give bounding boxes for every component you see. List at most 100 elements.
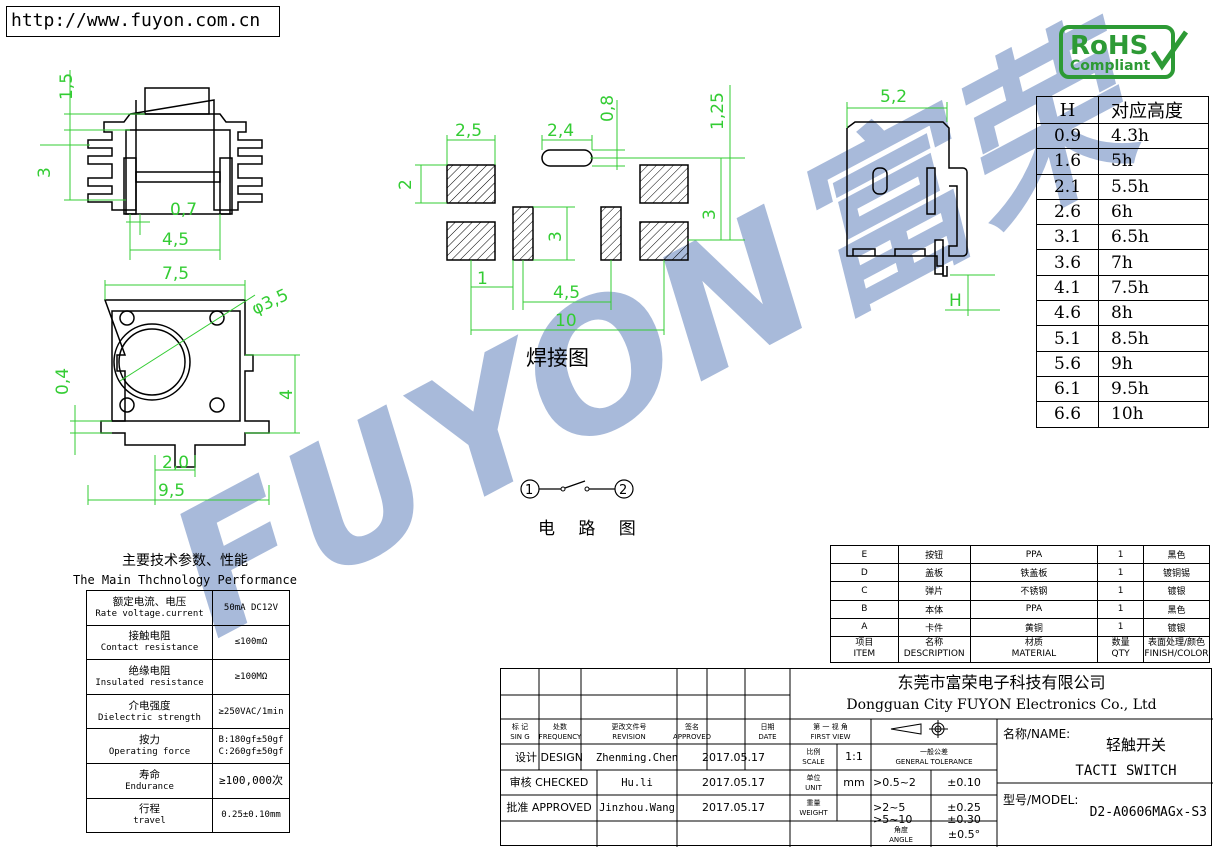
- part-desc: 卡件: [897, 617, 971, 637]
- pin-1-label: 1: [525, 483, 533, 498]
- part-desc: 本体: [897, 599, 971, 619]
- cell-height: 9.5h: [1098, 375, 1209, 403]
- spec-value: ≥250VAC/1min: [212, 693, 290, 730]
- rohs-text: RoHS: [1070, 31, 1148, 61]
- scale-value: 1:1: [845, 750, 863, 763]
- cell-h: 6.1: [1036, 375, 1099, 403]
- spec-key-cn: 额定电流、电压: [112, 595, 187, 608]
- spec-value: ≥100,000次: [212, 762, 290, 799]
- part-finish: 镀银: [1142, 581, 1211, 601]
- part-qty: 1: [1097, 617, 1144, 637]
- tol-range-2: >2~5: [873, 801, 906, 814]
- dim-3-front: 3: [35, 167, 55, 178]
- solder-pad: [600, 206, 622, 261]
- solder-pad: [639, 221, 689, 261]
- solder-pattern-drawing: 2,5 2 2,4 0,8 1,25 3 3 1 4,5 10: [396, 85, 745, 335]
- dim-5-2: 5,2: [880, 87, 907, 107]
- col-freq-cn: 处数: [553, 722, 567, 731]
- design-label: 设计 DESIGN: [515, 750, 583, 764]
- spec-key-en: travel: [133, 816, 166, 827]
- spec-key-en: Contact resistance: [100, 643, 199, 654]
- header-h: H: [1036, 96, 1099, 124]
- approve-label: 批准 APPROVED: [506, 801, 592, 814]
- cell-h: 0.9: [1036, 122, 1099, 150]
- dim-0-7: 0,7: [170, 200, 197, 220]
- circuit-diagram: 1 2: [520, 479, 634, 499]
- hdr-desc-cn: 名称: [925, 638, 944, 649]
- model-label: 型号/MODEL:: [1003, 793, 1079, 807]
- part-qty: 1: [1097, 563, 1144, 583]
- cell-height: 7h: [1098, 249, 1209, 276]
- part-qty: 1: [1097, 599, 1144, 619]
- dim-0-4: 0,4: [53, 368, 73, 395]
- part-qty: 1: [1097, 544, 1144, 565]
- col-sign-en: SIN G: [510, 732, 530, 741]
- part-item: D: [830, 563, 899, 583]
- spec-key-en: Rate voltage.current: [95, 608, 204, 619]
- dim-1-25: 1,25: [708, 92, 728, 130]
- product-name-en: TACTI SWITCH: [1075, 763, 1177, 779]
- cell-h: 5.1: [1036, 325, 1099, 352]
- title-block-grid: [501, 669, 1213, 847]
- part-material: 不锈钢: [969, 581, 1099, 601]
- dim-10: 10: [555, 311, 577, 331]
- cell-h: 4.1: [1036, 274, 1099, 302]
- first-view-en: FIRST VIEW: [810, 733, 851, 741]
- col-date-en: DATE: [758, 732, 777, 741]
- cell-height: 10h: [1098, 401, 1209, 428]
- solder-pattern-label: 焊接图: [526, 346, 589, 370]
- tol-range-1: >0.5~2: [873, 775, 916, 789]
- check-date: 2017.05.17: [702, 775, 765, 789]
- col-appr-en: APPROVED: [672, 732, 712, 741]
- dim-9-5: 9,5: [158, 481, 185, 501]
- part-item: A: [830, 617, 899, 637]
- cell-height: 8h: [1098, 300, 1209, 327]
- spec-key-cn: 寿命: [139, 768, 160, 781]
- scale-en: SCALE: [802, 758, 825, 766]
- part-finish: 黑色: [1142, 544, 1211, 565]
- cell-height: 6h: [1098, 198, 1209, 226]
- col-freq-en: FREQUENCY: [538, 732, 582, 741]
- dim-2-4: 2,4: [547, 121, 574, 141]
- tol-value-1: ±0.10: [947, 775, 981, 789]
- hdr-item-en: ITEM: [853, 649, 876, 660]
- title-block: 设计 DESIGN Zhenming.Chen 2017.05.17 审核 CH…: [500, 668, 1213, 847]
- dim-3-mid: 3: [546, 231, 566, 242]
- solder-pad: [512, 206, 534, 261]
- spec-value: 0.25±0.10mm: [212, 797, 290, 834]
- hdr-finish-cn: 表面处理/颜色: [1147, 638, 1206, 649]
- dim-1: 1: [477, 269, 488, 289]
- dim-diameter: φ3,5: [249, 285, 292, 319]
- dim-4-5-front: 4,5: [162, 230, 189, 250]
- design-name: Zhenming.Chen: [595, 751, 679, 764]
- part-finish: 镀铜锡: [1142, 563, 1211, 583]
- header-height: 对应高度: [1098, 96, 1209, 124]
